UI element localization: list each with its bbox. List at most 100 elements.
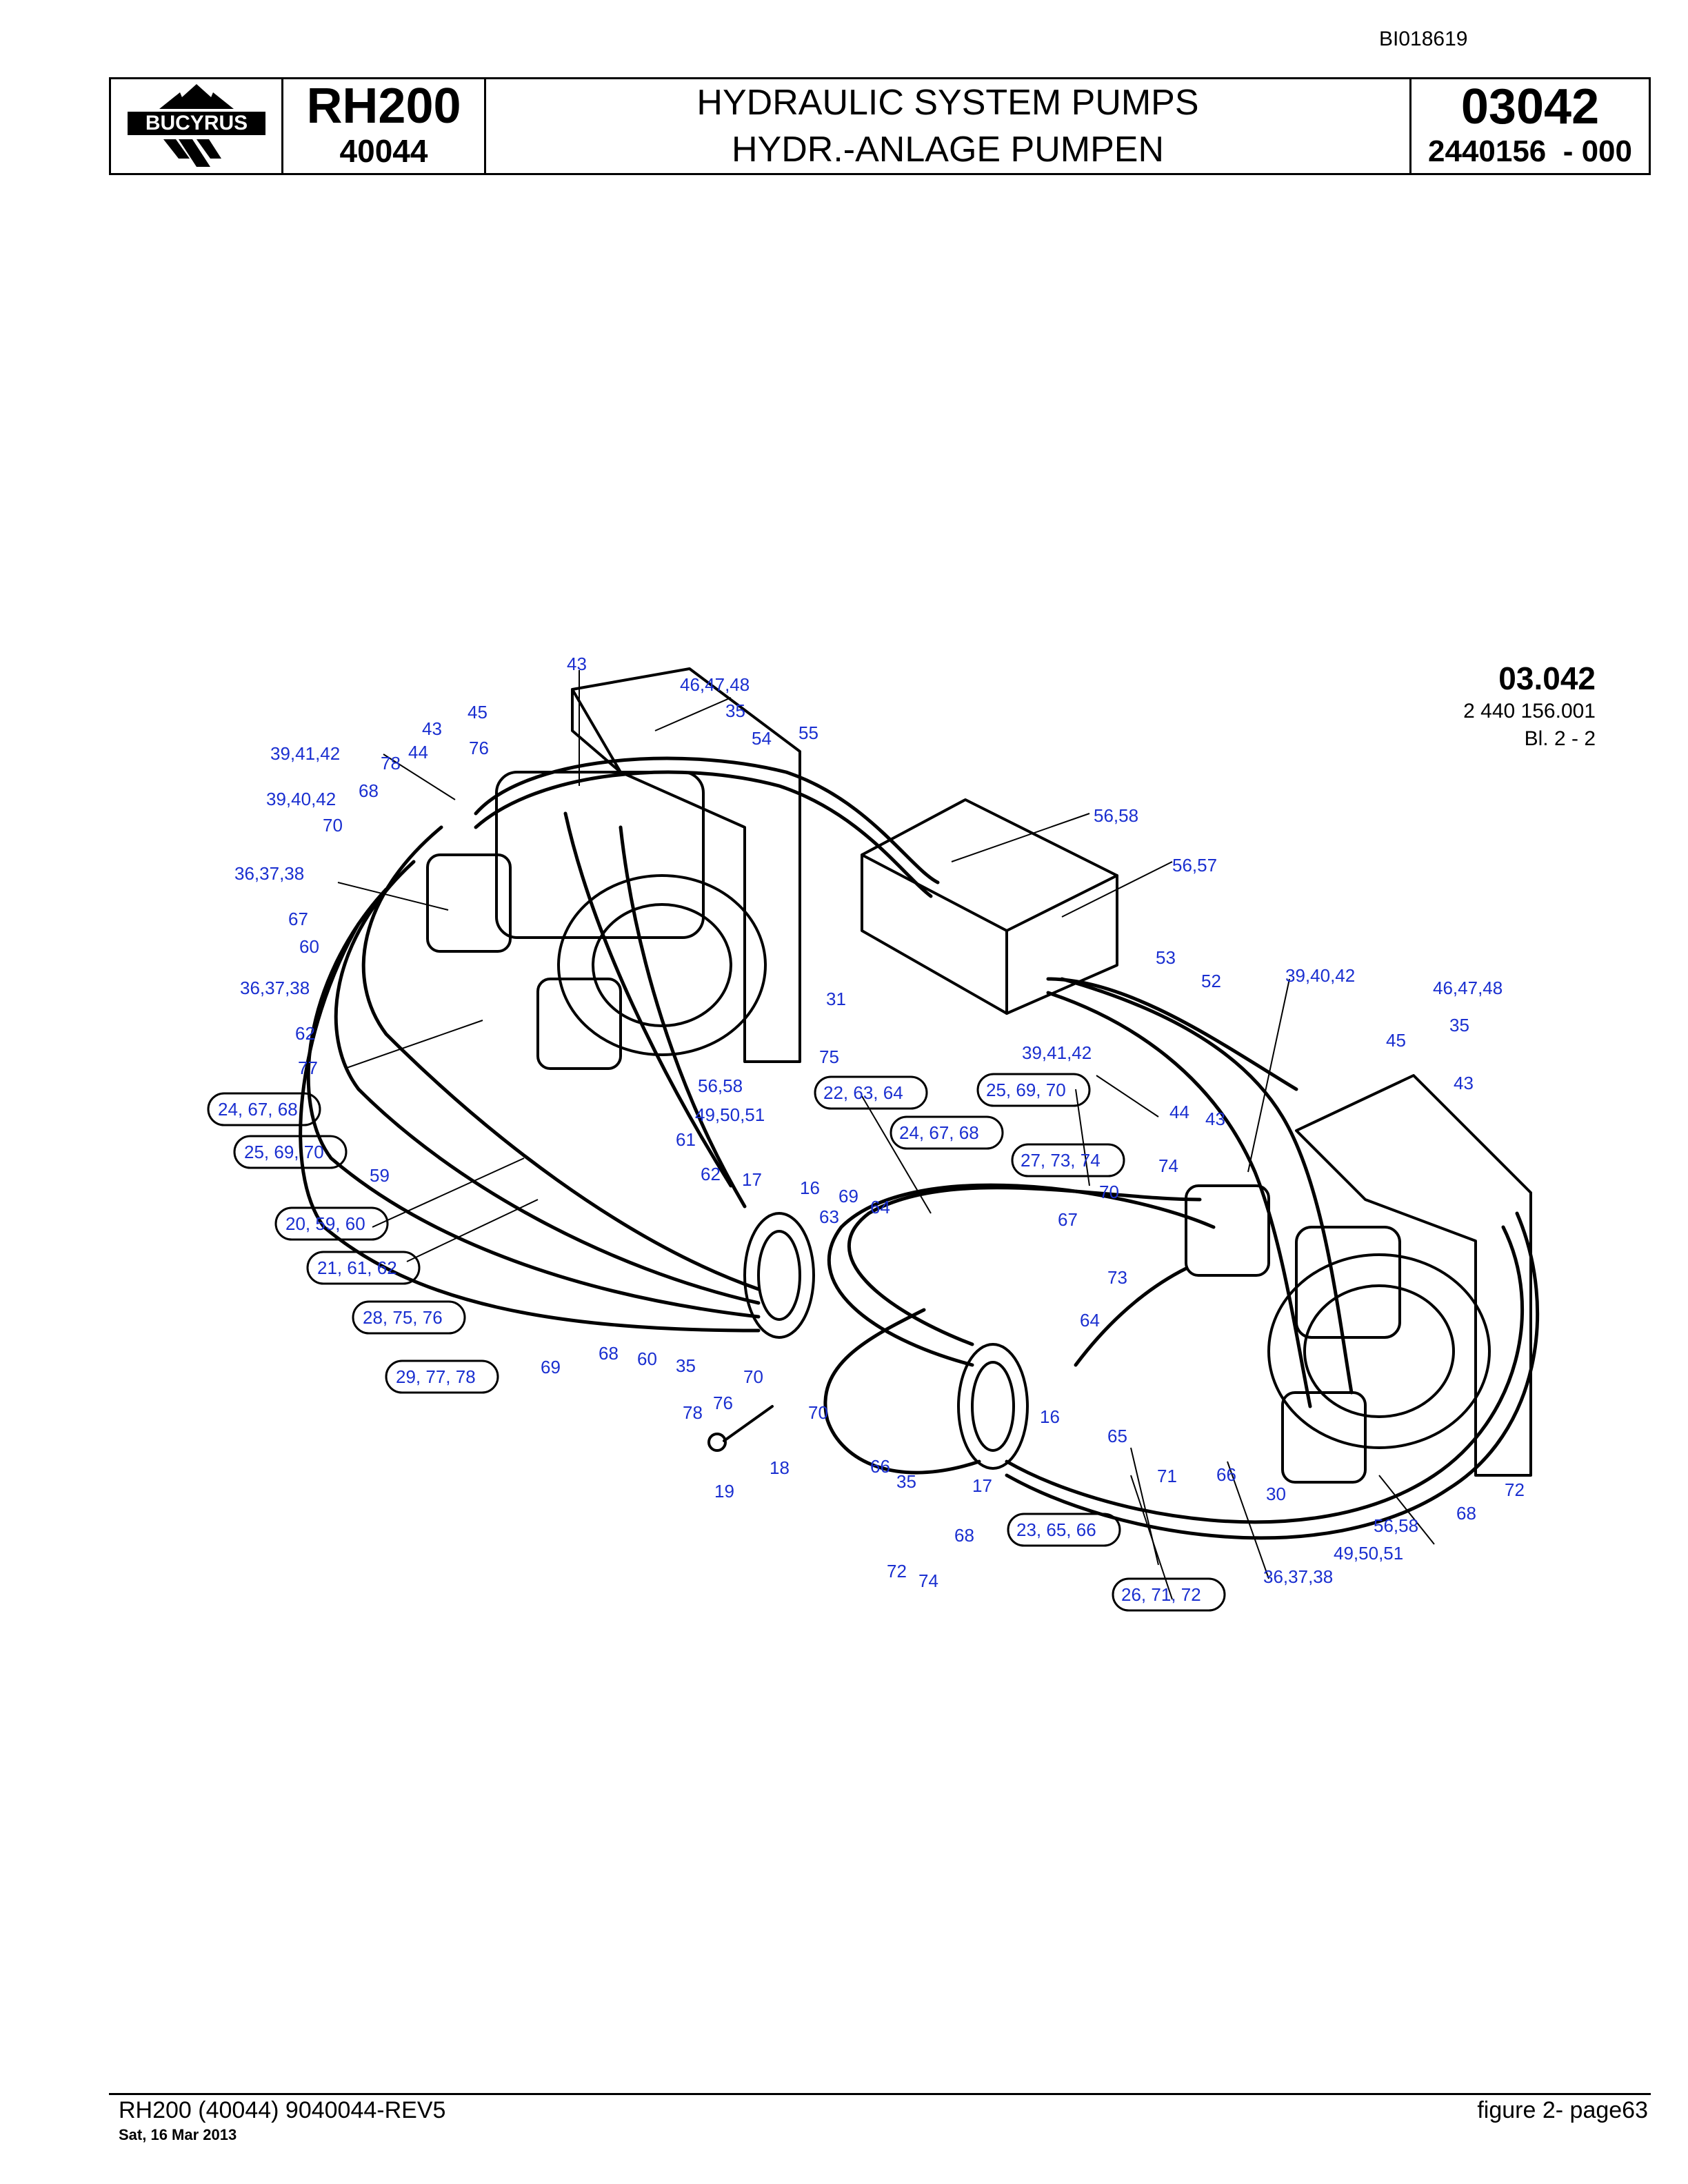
callout-label: 24, 67, 68 [899, 1122, 979, 1143]
sheet-number: Bl. 2 - 2 [1524, 727, 1596, 750]
callout-label: 22, 63, 64 [823, 1082, 903, 1103]
callout-label: 56,58 [698, 1075, 743, 1096]
callout-label: 25, 69, 70 [986, 1080, 1066, 1100]
callout-label: 39,41,42 [1022, 1042, 1092, 1063]
callout-label: 19 [714, 1481, 734, 1502]
callout-label: 17 [742, 1169, 762, 1190]
callout-label: 67 [1058, 1209, 1078, 1230]
callout-label: 46,47,48 [1433, 978, 1503, 998]
callout-label: 30 [1266, 1484, 1286, 1504]
callout-label: 52 [1201, 971, 1221, 991]
callout-label: 66 [870, 1456, 890, 1477]
callout-label: 39,40,42 [1285, 965, 1355, 986]
title-english: HYDRAULIC SYSTEM PUMPS [696, 83, 1199, 123]
callout-label: 43 [567, 654, 587, 674]
callout-label: 76 [713, 1393, 733, 1413]
callout-label: 16 [800, 1177, 820, 1198]
bucyrus-logo: BUCYRUS [127, 84, 265, 167]
section-number: 03042 [1460, 79, 1600, 134]
callout-label: 43 [1454, 1073, 1474, 1093]
section-cell: 03042 2440156 - 000 [1411, 79, 1649, 173]
callout-label: 78 [381, 753, 401, 774]
callout-label: 39,41,42 [270, 743, 340, 764]
footer-document: RH200 (40044) 9040044-REV5 [119, 2097, 446, 2123]
callout-label: 76 [469, 738, 489, 758]
callout-label: 26, 71, 72 [1121, 1584, 1201, 1605]
callout-label: 68 [1456, 1503, 1476, 1524]
callout-label: 16 [1040, 1406, 1060, 1427]
callout-label: 60 [637, 1348, 657, 1369]
callout-label: 70 [743, 1366, 763, 1387]
callout-label: 74 [918, 1570, 938, 1591]
footer-divider [109, 2093, 1651, 2095]
model-cell: RH200 40044 [283, 79, 486, 173]
callout-label: 68 [359, 780, 379, 801]
callout-label: 68 [599, 1343, 619, 1364]
footer-page: figure 2- page63 [1477, 2097, 1648, 2123]
logo-text: BUCYRUS [145, 112, 247, 134]
callout-label: 63 [819, 1206, 839, 1227]
callout-label: 35 [676, 1355, 696, 1376]
callout-label: 64 [870, 1197, 890, 1217]
callout-label: 24, 67, 68 [218, 1099, 298, 1120]
callout-label: 74 [1158, 1155, 1178, 1176]
callout-label: 49,50,51 [1334, 1543, 1403, 1564]
callout-label: 62 [701, 1164, 721, 1184]
callout-label: 31 [826, 989, 846, 1009]
callout-label: 17 [972, 1475, 992, 1496]
figure-reference: 03.042 2 440 156.001 Bl. 2 - 2 [1463, 659, 1596, 753]
callout-label: 53 [1156, 947, 1176, 968]
callout-label: 35 [896, 1471, 916, 1492]
model-number: 40044 [339, 133, 428, 169]
document-id: BI018619 [1379, 28, 1468, 50]
callout-label: 43 [1205, 1109, 1225, 1129]
callout-label: 39,40,42 [266, 789, 336, 809]
callout-label: 62 [295, 1023, 315, 1044]
footer-date: Sat, 16 Mar 2013 [119, 2126, 237, 2143]
callout-label: 27, 73, 74 [1021, 1150, 1101, 1171]
callout-label: 44 [408, 742, 428, 762]
callout-label: 23, 65, 66 [1016, 1519, 1096, 1540]
part-callouts: 43 46,47,48 35 45 54 55 43 76 44 39,41,4… [207, 654, 1525, 1612]
callout-label: 46,47,48 [680, 674, 750, 695]
callout-label: 56,58 [1374, 1515, 1418, 1536]
callout-label: 45 [468, 702, 488, 722]
logo-cell: BUCYRUS [111, 79, 283, 173]
callout-label: 66 [1216, 1464, 1236, 1485]
callout-label: 43 [422, 718, 442, 739]
callout-label: 21, 61, 62 [317, 1257, 397, 1278]
callout-label: 59 [370, 1165, 390, 1186]
callout-label: 70 [808, 1402, 828, 1423]
title-block: BUCYRUS RH200 40044 HYDRAULIC SYSTEM PUM… [109, 77, 1651, 175]
title-german: HYDR.-ANLAGE PUMPEN [732, 130, 1164, 170]
callout-label: 29, 77, 78 [396, 1366, 476, 1387]
callout-label: 61 [676, 1129, 696, 1150]
callout-label: 72 [887, 1561, 907, 1581]
callout-label: 72 [1505, 1479, 1525, 1500]
callout-label: 73 [1107, 1267, 1127, 1288]
callout-label: 56,57 [1172, 855, 1217, 876]
callout-label: 18 [770, 1457, 790, 1478]
leader-lines [337, 670, 1435, 1600]
callout-label: 36,37,38 [1263, 1566, 1333, 1587]
callout-label: 77 [298, 1058, 318, 1078]
callout-label: 36,37,38 [240, 978, 310, 998]
callout-label: 20, 59, 60 [285, 1213, 365, 1234]
callout-label: 25, 69, 70 [244, 1142, 324, 1162]
callout-label: 49,50,51 [695, 1104, 765, 1125]
callout-label: 68 [954, 1525, 974, 1546]
callout-label: 44 [1169, 1102, 1189, 1122]
part-number: 2440156 - 000 [1427, 134, 1633, 168]
model-name: RH200 [306, 79, 461, 134]
drawing-number: 2 440 156.001 [1463, 700, 1596, 722]
callout-label: 70 [1099, 1182, 1119, 1202]
callout-label: 36,37,38 [234, 863, 304, 884]
callout-label: 67 [288, 909, 308, 929]
callout-label: 56,58 [1094, 805, 1138, 826]
callout-label: 64 [1080, 1310, 1100, 1331]
callout-label: 78 [683, 1402, 703, 1423]
callout-label: 75 [819, 1046, 839, 1067]
callout-label: 35 [1449, 1015, 1469, 1035]
callout-label: 69 [541, 1357, 561, 1377]
